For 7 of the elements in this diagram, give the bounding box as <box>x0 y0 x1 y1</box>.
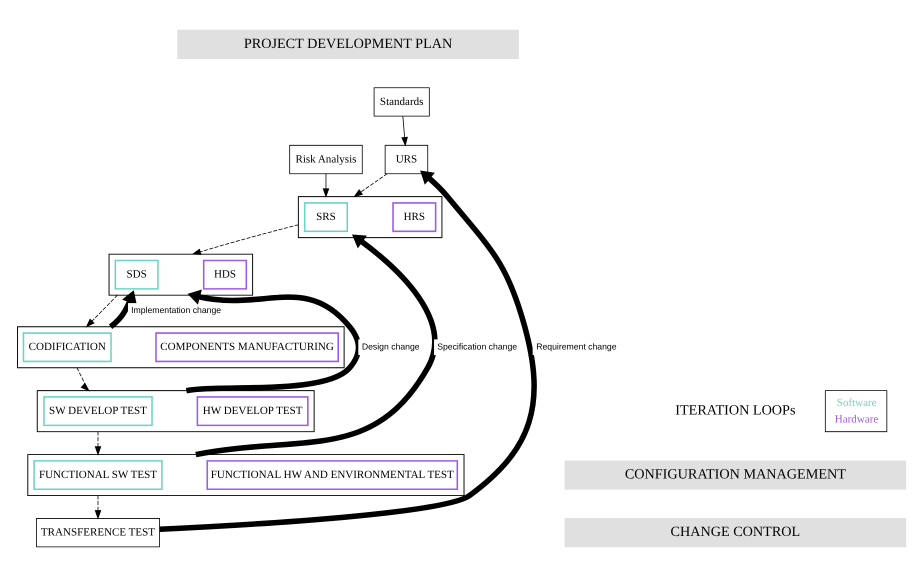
edge-label: Specification change <box>437 340 518 351</box>
edge-label: Design change <box>362 340 420 351</box>
edge-label: Implementation change <box>131 304 222 315</box>
edge-label: Requirement change <box>536 340 617 351</box>
legend-label: Software <box>836 396 877 408</box>
label: ITERATION LOOPs <box>675 402 796 418</box>
legend-label: Hardware <box>834 412 878 425</box>
